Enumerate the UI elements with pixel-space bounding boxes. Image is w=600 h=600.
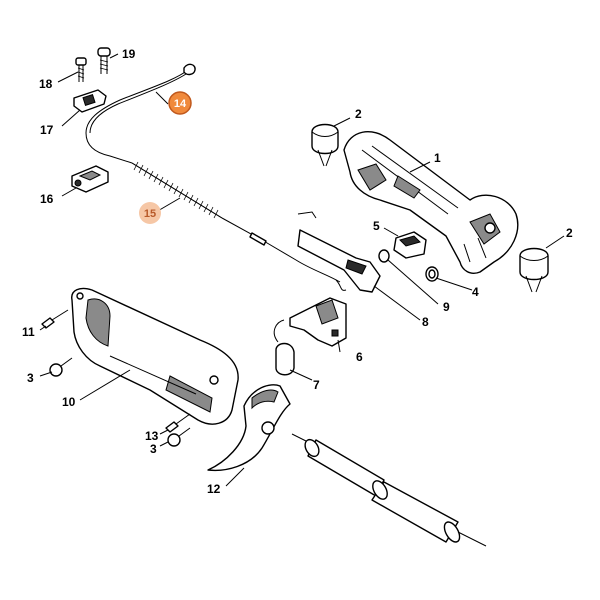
throttle-cable [85, 63, 347, 291]
screw-18 [75, 57, 87, 82]
callout-4: 4 [472, 285, 479, 299]
callout-11: 11 [22, 325, 35, 339]
callout-3-lower: 3 [150, 442, 157, 456]
callout-14-badge[interactable]: 14 [168, 91, 192, 115]
callout-15-label: 15 [144, 208, 156, 220]
callout-10: 10 [62, 395, 76, 409]
callout-12: 12 [207, 482, 221, 496]
spring-7 [273, 319, 295, 376]
callout-9: 9 [443, 300, 450, 314]
callout-6: 6 [356, 350, 363, 364]
lever-8 [297, 211, 381, 293]
bracket-16 [71, 165, 109, 193]
drive-shaft [291, 433, 487, 547]
callout-5: 5 [373, 219, 380, 233]
clip-2-upper [311, 123, 339, 167]
ring-4 [425, 266, 439, 282]
callout-14-label: 14 [174, 98, 187, 110]
leader-lines [39, 53, 565, 487]
callout-16: 16 [40, 192, 54, 206]
callout-15-badge[interactable]: 15 [139, 202, 161, 224]
callout-3-left: 3 [27, 371, 34, 385]
callout-7: 7 [313, 378, 320, 392]
ring-9 [378, 249, 390, 263]
lever-5 [393, 231, 427, 259]
screw-3-lower [167, 427, 191, 447]
rear-handle-10 [71, 287, 239, 425]
screw-3-left [49, 357, 73, 377]
callout-13: 13 [145, 429, 159, 443]
callout-1: 1 [434, 151, 441, 165]
clamp-17 [73, 89, 107, 113]
screw-13 [165, 413, 191, 433]
callout-2-upper: 2 [355, 107, 362, 121]
callout-17: 17 [40, 123, 54, 137]
screw-19 [97, 47, 111, 74]
clip-2-right [519, 247, 549, 293]
screw-11 [41, 309, 69, 329]
callout-18: 18 [39, 77, 53, 91]
callout-2-right: 2 [566, 226, 573, 240]
callout-19: 19 [122, 47, 136, 61]
trigger-6 [289, 297, 347, 347]
grip-12 [207, 384, 291, 472]
callout-8: 8 [422, 315, 429, 329]
handle-housing-1 [343, 131, 519, 274]
